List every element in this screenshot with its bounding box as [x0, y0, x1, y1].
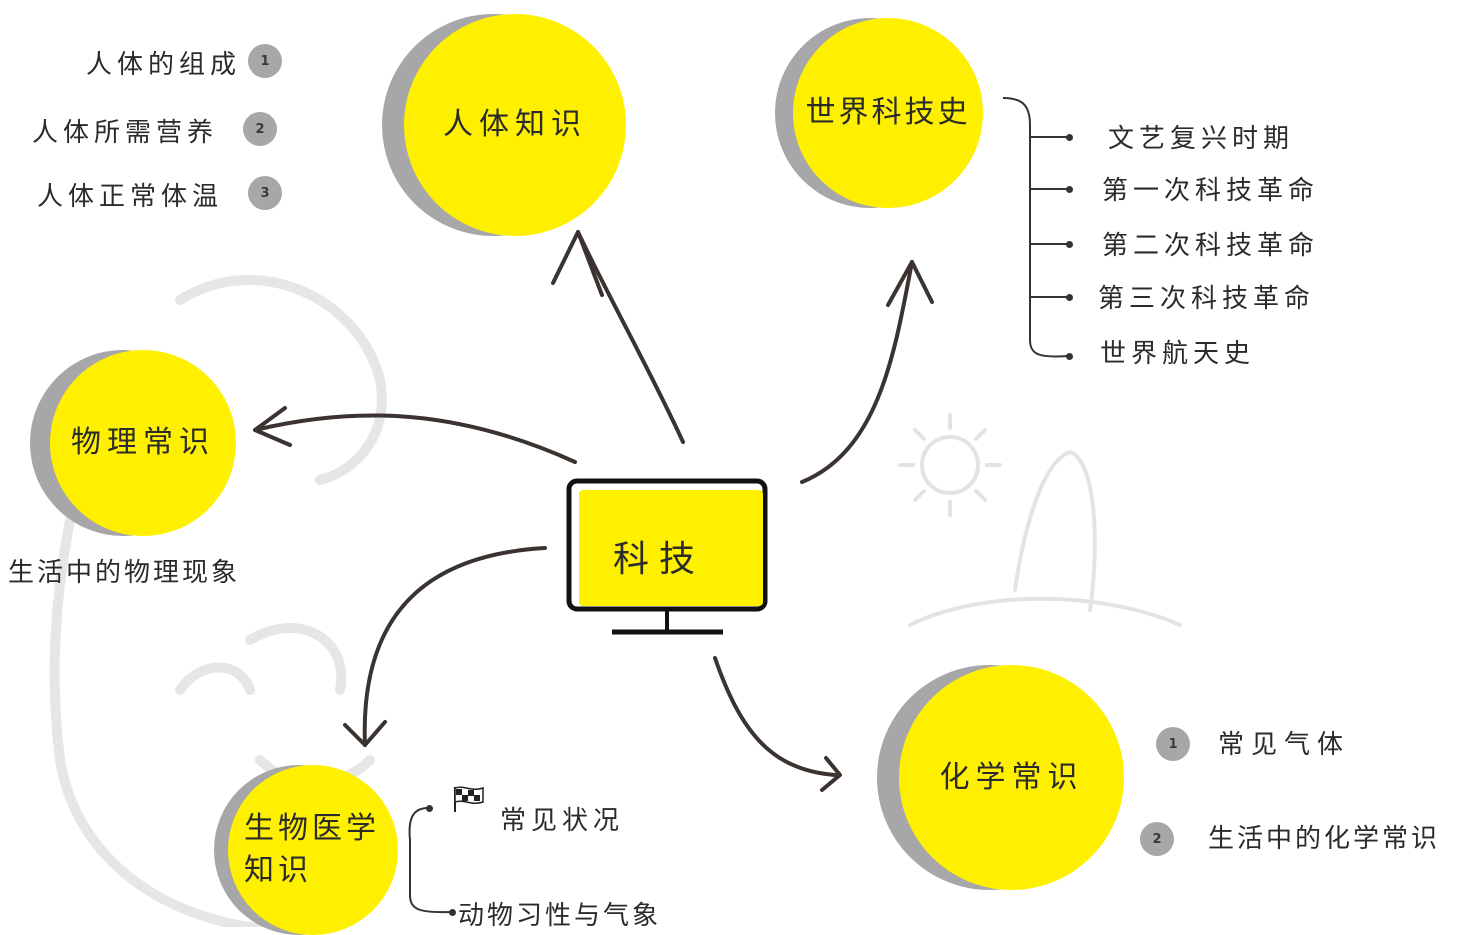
center-node: 科技: [565, 478, 769, 638]
node-biomedical[interactable]: 生物医学 知识: [214, 765, 398, 935]
chem-badge-1: 1: [1156, 727, 1190, 761]
chem-badge-2: 2: [1140, 822, 1174, 856]
history-item-3: 第二次科技革命: [1102, 231, 1320, 261]
history-dot-2: [1066, 186, 1073, 193]
history-item-5: 世界航天史: [1100, 339, 1256, 369]
chem-item-2: 生活中的化学常识: [1208, 824, 1441, 854]
node-title: 世界科技史: [805, 95, 971, 130]
center-label: 科技: [613, 539, 706, 580]
history-item-4: 第三次科技革命: [1098, 284, 1316, 314]
arrow-to-physics: [253, 413, 577, 464]
node-chemistry[interactable]: 化学常识: [877, 665, 1124, 890]
node-title-line2: 知识: [244, 853, 312, 888]
arrow-to-history: [800, 260, 914, 484]
bracket-lines: [408, 97, 1069, 914]
node-title: 化学常识: [939, 759, 1084, 795]
history-item-1: 文艺复兴时期: [1108, 124, 1295, 154]
node-title: 人体知识: [443, 107, 587, 142]
computer-monitor-icon: [566, 478, 768, 635]
node-title-line1: 生物医学: [244, 811, 380, 846]
node-world-tech-history[interactable]: 世界科技史: [775, 18, 985, 208]
arrow-to-bio: [362, 546, 547, 747]
physics-item-1: 生活中的物理现象: [8, 558, 241, 588]
node-body-knowledge[interactable]: 人体知识: [382, 14, 626, 236]
history-dot-5: [1066, 353, 1073, 360]
history-dot-3: [1066, 241, 1073, 248]
bio-dot-2: [449, 909, 456, 916]
body-item-2: 人体所需营养: [31, 118, 218, 148]
node-physics[interactable]: 物理常识: [30, 350, 240, 536]
arrow-to-body: [576, 230, 685, 444]
connector-arrows: [253, 230, 934, 792]
bio-bracket: [408, 807, 453, 914]
bio-item-2: 动物习性与气象: [458, 901, 662, 931]
node-title: 物理常识: [71, 425, 215, 460]
history-dot-4: [1066, 294, 1073, 301]
bio-dot-1: [426, 805, 433, 812]
bio-item-1: 常见状况: [500, 806, 625, 836]
chem-item-1: 常见气体: [1218, 730, 1351, 760]
body-badge-1: 1: [248, 44, 282, 78]
ear-watermark: [908, 449, 1182, 627]
arrow-to-chem: [713, 656, 837, 777]
sun-watermark: [898, 413, 1002, 517]
history-item-2: 第一次科技革命: [1102, 176, 1320, 206]
checkered-flag-icon: [454, 786, 484, 812]
history-bracket: [1002, 97, 1069, 358]
body-badge-3: 3: [248, 176, 282, 210]
history-dot-1: [1066, 134, 1073, 141]
body-item-1: 人体的组成: [85, 50, 241, 80]
body-item-3: 人体正常体温: [36, 182, 223, 212]
body-badge-2: 2: [243, 112, 277, 146]
